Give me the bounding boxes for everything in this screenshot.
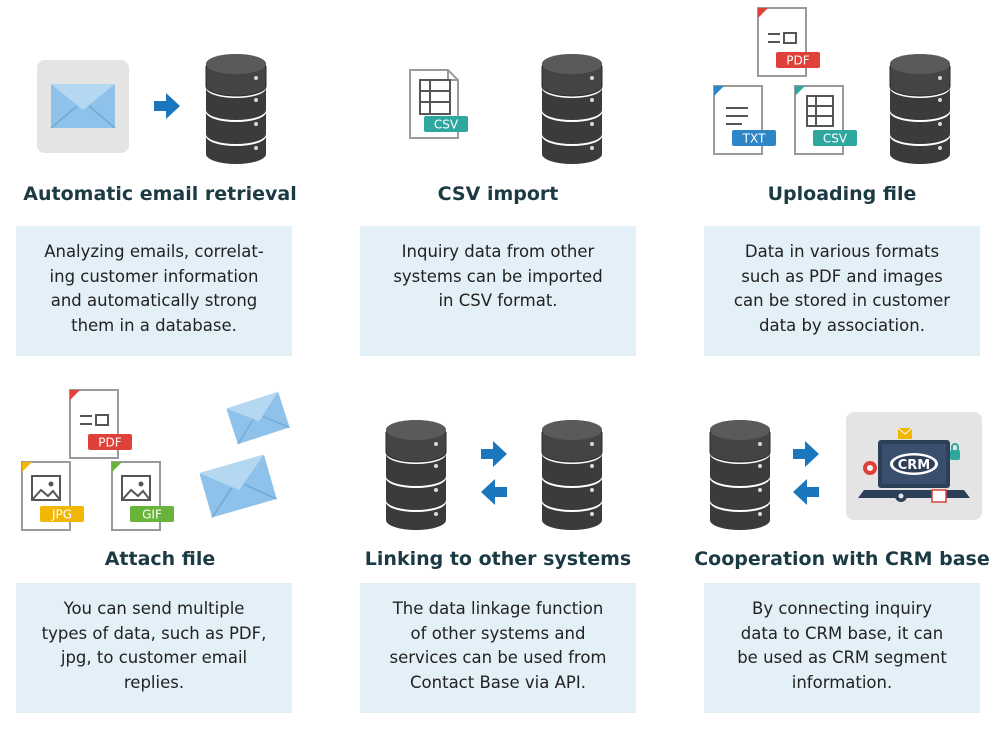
csv-import-illustration: CSV: [409, 53, 603, 165]
feature-title: Cooperation with CRM base: [694, 548, 990, 570]
pdf-file-icon: PDF: [69, 389, 132, 459]
envelope-icon: [198, 453, 278, 519]
pdf-badge: PDF: [786, 54, 809, 68]
csv-file-icon: CSV: [794, 85, 857, 155]
csv-badge: CSV: [434, 118, 459, 132]
feature-title: Attach file: [104, 548, 216, 570]
database-icon: [205, 53, 267, 165]
crm-label: CRM: [898, 458, 931, 473]
database-icon: [541, 419, 603, 531]
txt-badge: TXT: [742, 132, 766, 146]
gif-file-icon: GIF: [111, 461, 174, 531]
csv-badge: CSV: [823, 132, 848, 146]
crm-cooperation-illustration: CRM: [709, 412, 982, 531]
feature-description: Analyzing emails, correlat-ing customer …: [16, 226, 292, 356]
feature-title: Automatic email retrieval: [23, 183, 297, 205]
jpg-badge: JPG: [51, 508, 72, 522]
pdf-file-icon: PDF: [757, 7, 820, 77]
arrow-right-icon: [481, 441, 507, 467]
txt-file-icon: TXT: [713, 85, 776, 155]
feature-title: CSV import: [437, 183, 559, 205]
feature-title: Linking to other systems: [364, 548, 632, 570]
arrow-left-icon: [793, 479, 819, 505]
attach-file-illustration: PDF JPG GIF: [21, 389, 291, 531]
csv-file-icon: CSV: [409, 69, 468, 139]
arrow-left-icon: [481, 479, 507, 505]
crm-base-icon: CRM: [846, 412, 982, 520]
arrow-right-icon: [154, 93, 180, 119]
email-retrieval-illustration: [37, 53, 267, 165]
feature-title: Uploading file: [767, 183, 917, 205]
arrow-right-icon: [793, 441, 819, 467]
database-icon: [541, 53, 603, 165]
envelope-icon: [225, 391, 291, 445]
pdf-badge: PDF: [98, 436, 121, 450]
database-icon: [385, 419, 447, 531]
jpg-file-icon: JPG: [21, 461, 84, 531]
database-icon: [889, 53, 951, 165]
database-icon: [709, 419, 771, 531]
uploading-file-illustration: PDF TXT CSV: [713, 7, 951, 165]
gif-badge: GIF: [142, 508, 162, 522]
linking-systems-illustration: [385, 419, 603, 531]
email-icon: [37, 60, 129, 153]
